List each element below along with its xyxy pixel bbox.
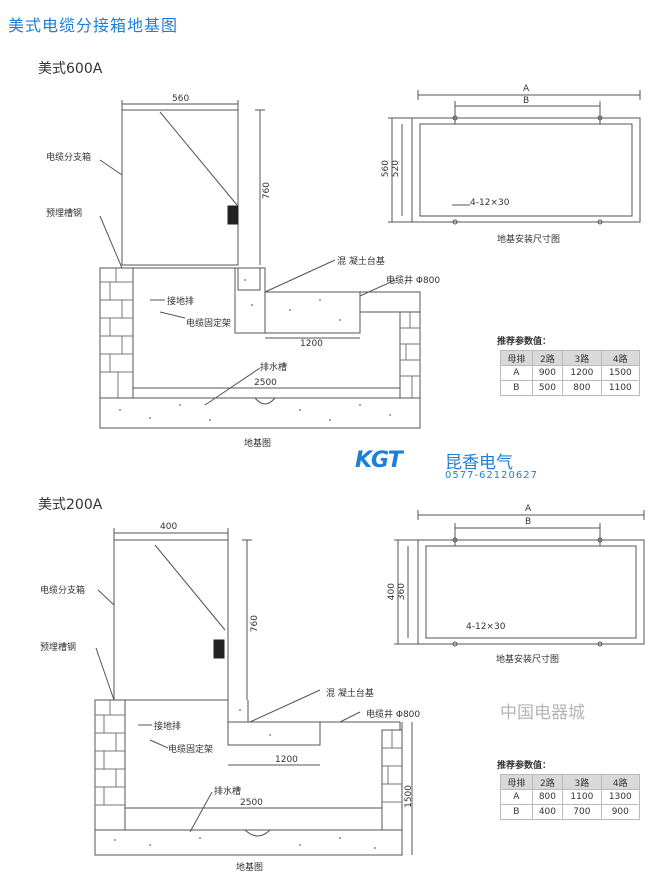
- logo-mark: KGT: [355, 448, 403, 473]
- dim-outer-h: 400: [387, 583, 397, 601]
- table-header: 母排: [500, 774, 533, 790]
- dim-total: 2500: [240, 798, 263, 808]
- label-foundation: 地基图: [236, 863, 264, 873]
- table-cell: A: [500, 365, 533, 381]
- label-cabinet: 电缆分支箱: [46, 153, 92, 163]
- table-cell: 400: [531, 804, 564, 820]
- dim-inner: 1200: [275, 755, 298, 765]
- dim-A: A: [525, 504, 532, 514]
- label-steel: 预埋槽钢: [46, 209, 83, 219]
- dim-width: 400: [160, 522, 178, 532]
- table-cell: 500: [531, 380, 564, 396]
- param-table-title: 推荐参数值：: [497, 761, 552, 771]
- label-cable-well: 电缆井 Φ800: [366, 710, 421, 720]
- label-ground-bar: 接地排: [167, 297, 195, 307]
- label-cable-well: 电缆井 Φ800: [386, 276, 441, 286]
- section-600a-title: 美式600A: [38, 61, 103, 77]
- cabinet-handle-600a: [227, 205, 239, 225]
- dim-inner-h: 360: [397, 583, 407, 601]
- dim-B: B: [523, 96, 530, 106]
- plan-outer-200a: [417, 539, 645, 645]
- logo-phone: 0577-62120627: [445, 470, 538, 481]
- param-table-600a: 母排 2路 3路 4路 A 900 1200 1500 B 500 800 11…: [500, 350, 641, 396]
- label-install-title: 地基安装尺寸图: [497, 235, 561, 245]
- table-cell: 1100: [600, 380, 641, 396]
- label-drain: 排水槽: [260, 363, 288, 373]
- table-header: 2路: [531, 774, 564, 790]
- label-bolt: 4-12×30: [470, 198, 510, 208]
- dim-inner: 1200: [300, 339, 323, 349]
- dim-depth: 1500: [404, 785, 414, 808]
- label-cable-bracket: 电缆固定架: [186, 319, 232, 329]
- label-install-title: 地基安装尺寸图: [496, 655, 560, 665]
- dim-width: 560: [172, 94, 190, 104]
- label-bolt: 4-12×30: [466, 622, 506, 632]
- dim-inner-h: 520: [391, 160, 401, 178]
- label-foundation: 地基图: [244, 439, 272, 449]
- dim-outer-h: 560: [381, 160, 391, 178]
- cabinet-handle-200a: [213, 639, 225, 659]
- plan-outer-600a: [411, 117, 641, 223]
- label-ground-bar: 接地排: [154, 722, 182, 732]
- table-cell: 800: [531, 789, 564, 805]
- param-table-200a: 母排 2路 3路 4路 A 800 1100 1300 B 400 700 90…: [500, 774, 641, 820]
- table-header: 2路: [531, 350, 564, 366]
- table-cell: 1500: [600, 365, 641, 381]
- dim-total: 2500: [254, 378, 277, 388]
- table-cell: 700: [562, 804, 602, 820]
- table-cell: B: [500, 380, 533, 396]
- label-cable-bracket: 电缆固定架: [168, 745, 214, 755]
- table-cell: 1100: [562, 789, 602, 805]
- dim-height: 760: [262, 182, 272, 200]
- dim-height: 760: [250, 615, 260, 633]
- table-cell: 900: [600, 804, 641, 820]
- table-cell: 1200: [562, 365, 602, 381]
- plan-inner-600a: [419, 123, 633, 217]
- table-header: 3路: [562, 774, 602, 790]
- table-cell: 1300: [600, 789, 641, 805]
- label-concrete-base: 混 凝土台基: [337, 257, 385, 267]
- table-header: 母排: [500, 350, 533, 366]
- dim-A: A: [523, 84, 530, 94]
- table-cell: 800: [562, 380, 602, 396]
- table-header: 4路: [600, 774, 641, 790]
- logo: KGT: [355, 448, 403, 473]
- label-drain: 排水槽: [214, 787, 242, 797]
- watermark: 中国电器城: [500, 703, 585, 723]
- table-header: 3路: [562, 350, 602, 366]
- cabinet-600a: [121, 109, 239, 266]
- table-cell: A: [500, 789, 533, 805]
- param-table-title: 推荐参数值：: [497, 337, 552, 347]
- table-cell: B: [500, 804, 533, 820]
- plan-inner-200a: [425, 545, 637, 639]
- page-title: 美式电缆分接箱地基图: [8, 16, 179, 35]
- label-concrete-base: 混 凝土台基: [326, 689, 374, 699]
- logo-name: 昆香电气: [445, 453, 513, 473]
- label-steel: 预埋槽钢: [40, 643, 77, 653]
- label-cabinet: 电缆分支箱: [40, 586, 86, 596]
- table-header: 4路: [600, 350, 641, 366]
- table-cell: 900: [531, 365, 564, 381]
- section-200a-title: 美式200A: [38, 497, 103, 513]
- dim-B: B: [525, 517, 532, 527]
